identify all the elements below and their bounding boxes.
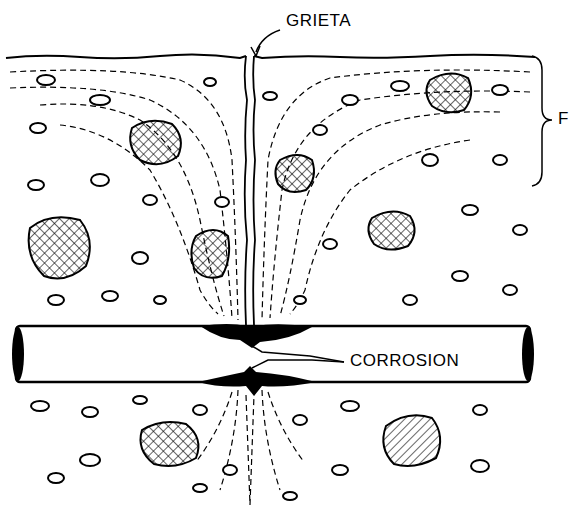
zone-label: F bbox=[556, 110, 571, 129]
crack-label: GRIETA bbox=[284, 12, 353, 31]
corrosion-label: CORROSION bbox=[348, 352, 461, 371]
